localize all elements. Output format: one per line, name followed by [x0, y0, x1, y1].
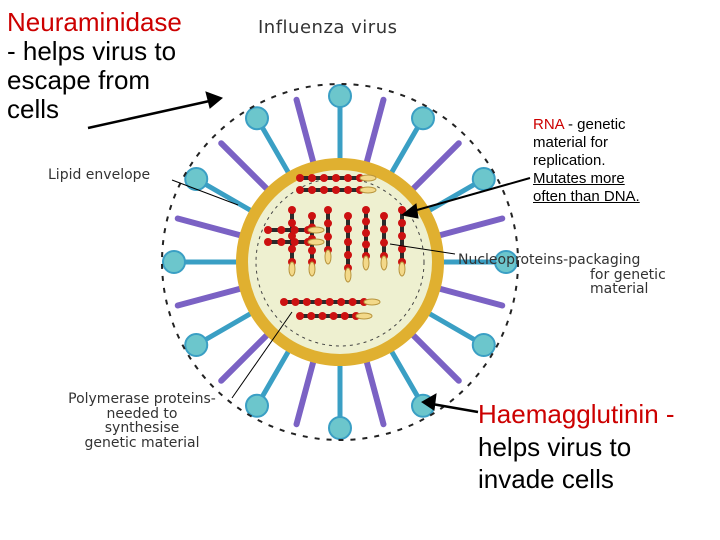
neuraminidase-arrow	[87, 98, 215, 130]
polymerase-line-1: Polymerase proteins-	[68, 391, 216, 407]
haemagglutinin-arrow-head	[421, 393, 437, 411]
nucleoprotein-pointer	[389, 243, 456, 255]
rna-segment	[380, 212, 388, 271]
haemagglutinin-line-2: helps virus to	[478, 431, 632, 462]
rna-segment	[344, 212, 352, 283]
neuraminidase-title: Neuraminidase	[7, 7, 182, 37]
lipid-envelope-pointer	[171, 179, 239, 206]
neuraminidase-spike	[245, 346, 293, 418]
haemagglutinin-arrow	[431, 402, 479, 414]
haemagglutinin-label: Haemagglutinin - helps virus to invade c…	[478, 398, 675, 496]
haemagglutinin-spike	[174, 284, 247, 309]
rna-segment	[362, 206, 370, 271]
nucleoproteins-line-2: for genetic	[590, 266, 666, 283]
nucleoproteins-line-3: material	[590, 281, 649, 298]
polymerase-line-3: synthesise	[104, 420, 180, 437]
rna-segments	[264, 174, 406, 320]
haemagglutinin-spike	[218, 140, 273, 195]
neuraminidase-spike	[162, 250, 243, 274]
rna-line-1-rest: - genetic	[563, 116, 626, 133]
haemagglutinin-title: Haemagglutinin -	[478, 399, 675, 429]
haemagglutinin-spike	[433, 284, 506, 309]
neuraminidase-spike	[424, 309, 496, 357]
rna-arrow-head	[400, 203, 419, 219]
rna-segment	[324, 206, 332, 265]
polymerase-pointer	[231, 311, 293, 399]
lipid-envelope	[236, 158, 444, 366]
rna-arrow	[409, 177, 531, 213]
nucleoproteins-line-1: Nucleoproteins-packaging	[458, 252, 641, 268]
neuraminidase-spike	[245, 106, 293, 178]
neuraminidase-line-2: - helps virus to	[7, 36, 177, 67]
neuraminidase-line-4: cells	[7, 94, 60, 125]
rna-segment	[264, 238, 325, 246]
rna-segment	[296, 186, 377, 194]
haemagglutinin-line-3: invade cells	[478, 464, 614, 494]
rna-segment	[280, 298, 381, 306]
lipid-envelope-label: Lipid envelope	[48, 167, 151, 183]
neuraminidase-spike	[387, 106, 435, 178]
rna-line-3: replication.	[533, 152, 606, 169]
diagram-title: Influenza virus	[258, 17, 398, 38]
polymerase-line-2: needed to	[106, 405, 178, 422]
haemagglutinin-spike	[407, 140, 462, 195]
rna-line-4: Mutates more	[533, 170, 625, 187]
rna-segment	[264, 226, 325, 234]
rna-line-2: material for	[533, 134, 609, 151]
polymerase-line-4: genetic material	[84, 435, 200, 452]
neuraminidase-arrow-head	[205, 91, 223, 109]
neuraminidase-spike	[424, 167, 496, 215]
dashed-outer-outline	[161, 83, 519, 441]
polymerase-label: Polymerase proteins- needed to synthesis…	[52, 392, 232, 451]
surface-spikes	[162, 84, 518, 440]
neuraminidase-line-3: escape from	[7, 65, 151, 96]
rna-segment	[296, 312, 373, 320]
neuraminidase-spike	[184, 309, 256, 357]
annotation-arrows	[87, 91, 531, 414]
haemagglutinin-spike	[218, 329, 273, 384]
rna-segment	[288, 206, 296, 277]
neuraminidase-spike	[184, 167, 256, 215]
nucleoproteins-label: Nucleoproteins-packaging for genetic mat…	[458, 253, 666, 297]
inner-dashed-outline	[255, 177, 425, 347]
neuraminidase-label: Neuraminidase - helps virus to escape fr…	[7, 7, 182, 125]
haemagglutinin-spike	[407, 329, 462, 384]
haemagglutinin-spike	[433, 215, 506, 240]
rna-segment	[296, 174, 377, 182]
rna-line-5: often than DNA.	[533, 188, 640, 205]
haemagglutinin-spike	[362, 96, 387, 169]
neuraminidase-spike	[387, 346, 435, 418]
haemagglutinin-spike	[174, 215, 247, 240]
haemagglutinin-spike	[362, 355, 387, 428]
haemagglutinin-spike	[293, 96, 318, 169]
rna-keyword: RNA	[533, 116, 564, 133]
neuraminidase-spike	[328, 359, 352, 440]
rna-label: RNA - genetic material for replication. …	[533, 116, 713, 206]
rna-segment	[398, 206, 406, 277]
haemagglutinin-spike	[293, 355, 318, 428]
neuraminidase-spike	[328, 84, 352, 165]
